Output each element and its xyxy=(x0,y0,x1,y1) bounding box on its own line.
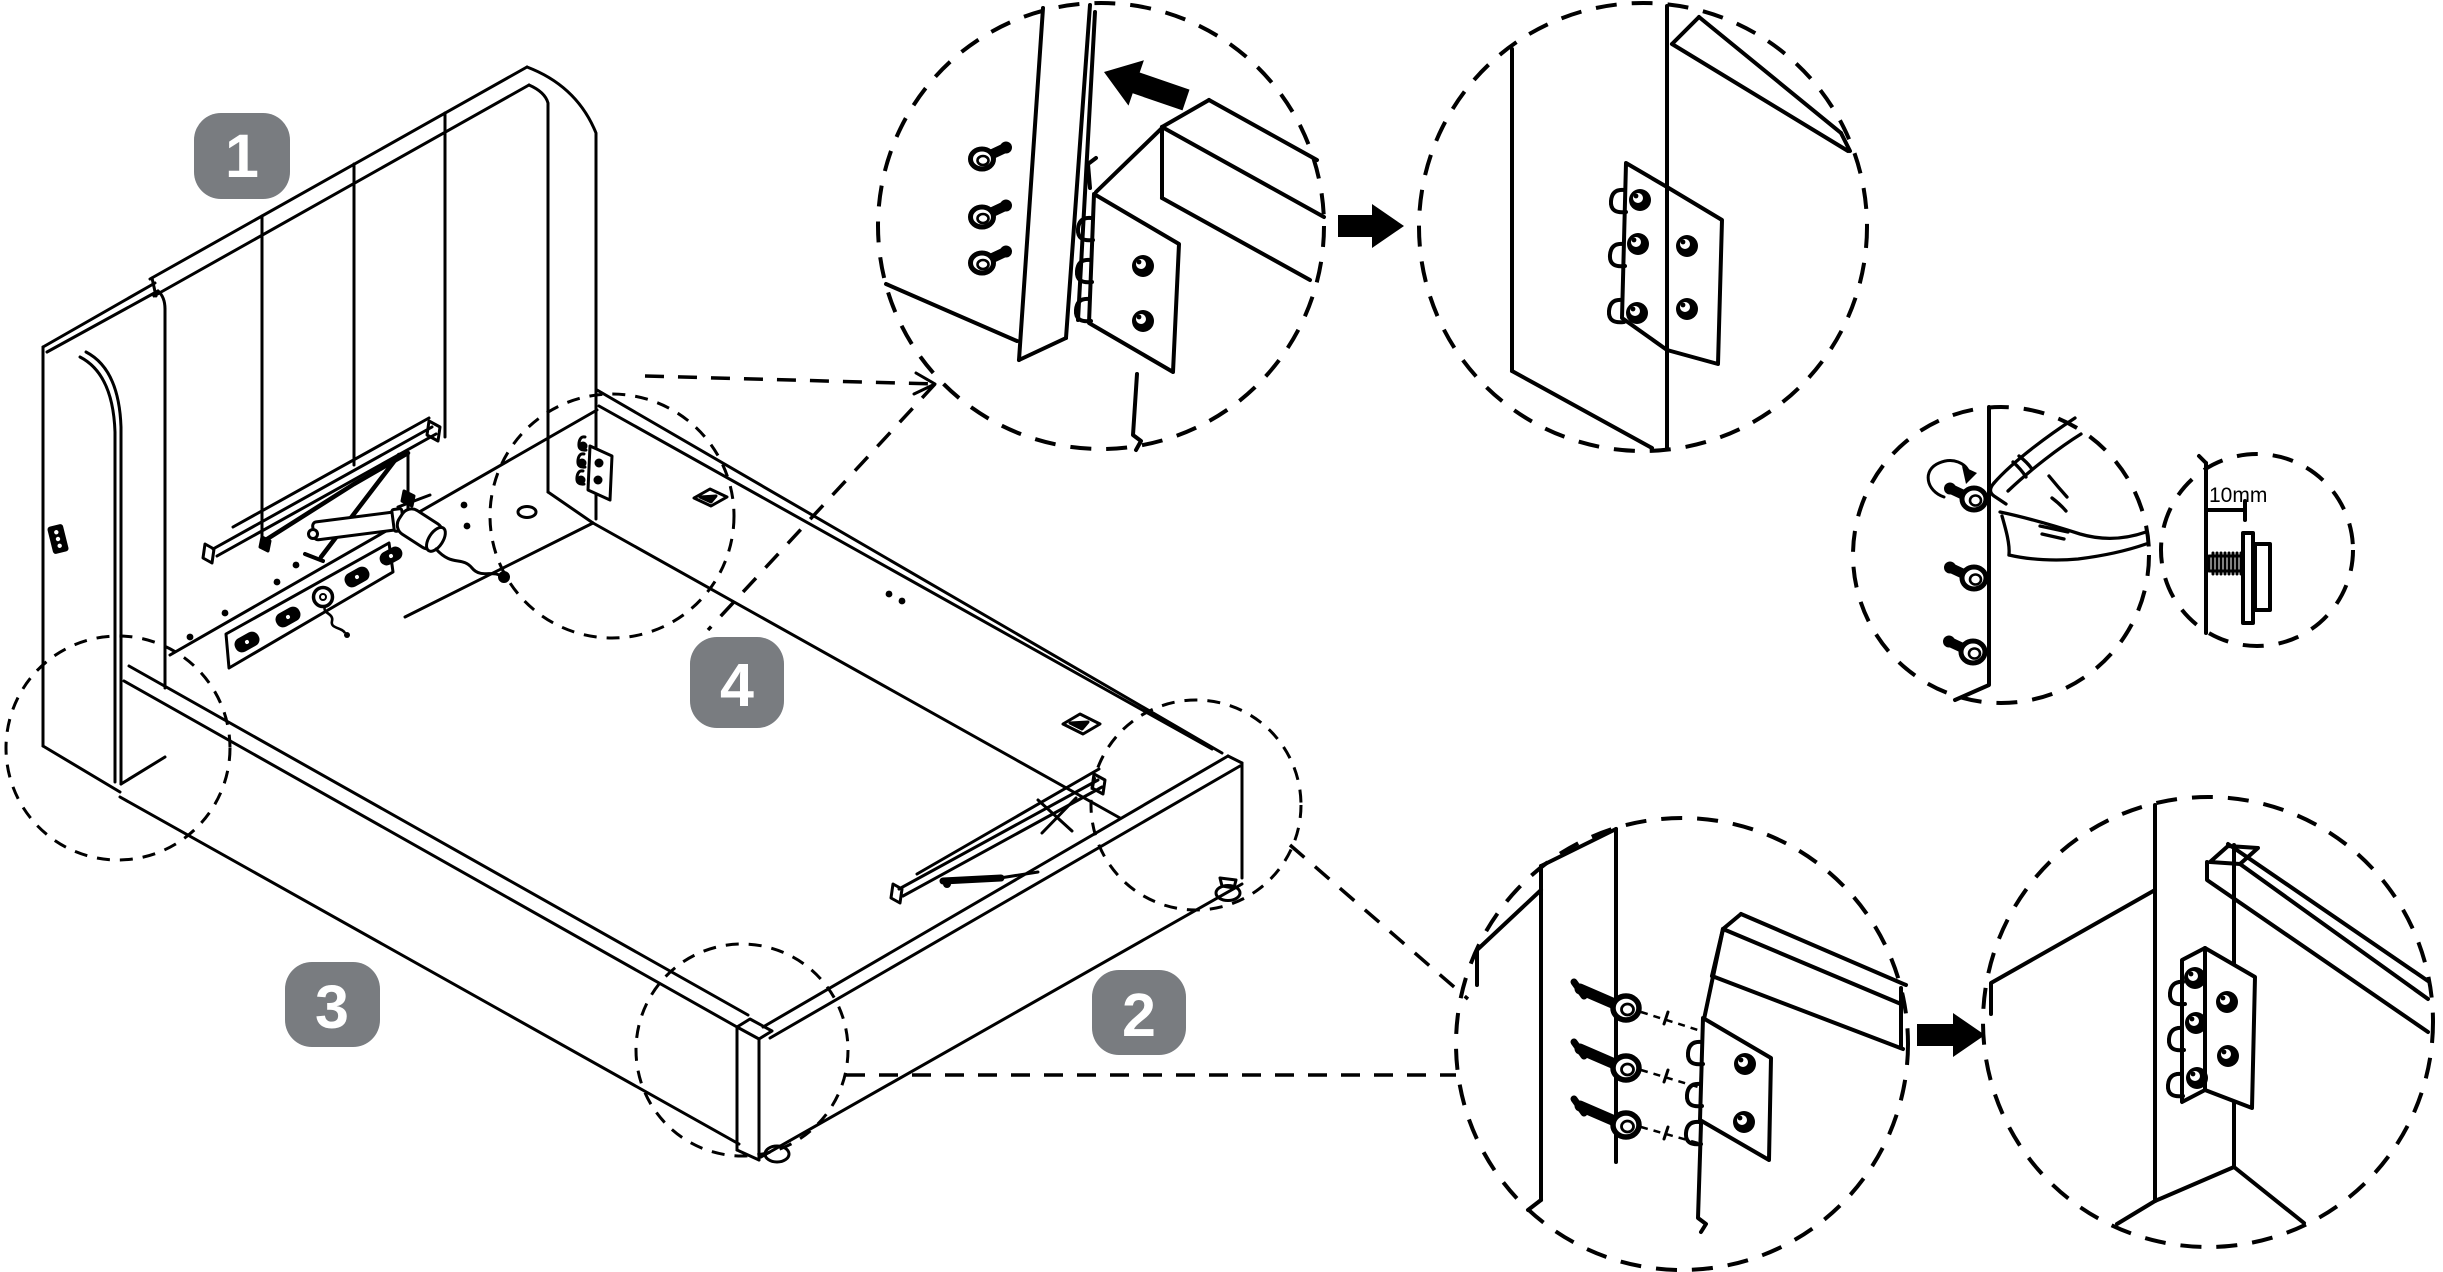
svg-text:10mm: 10mm xyxy=(2209,484,2267,507)
svg-text:2: 2 xyxy=(1122,981,1156,1049)
svg-text:1: 1 xyxy=(225,122,259,190)
svg-text:3: 3 xyxy=(315,973,349,1041)
svg-text:4: 4 xyxy=(720,651,754,719)
